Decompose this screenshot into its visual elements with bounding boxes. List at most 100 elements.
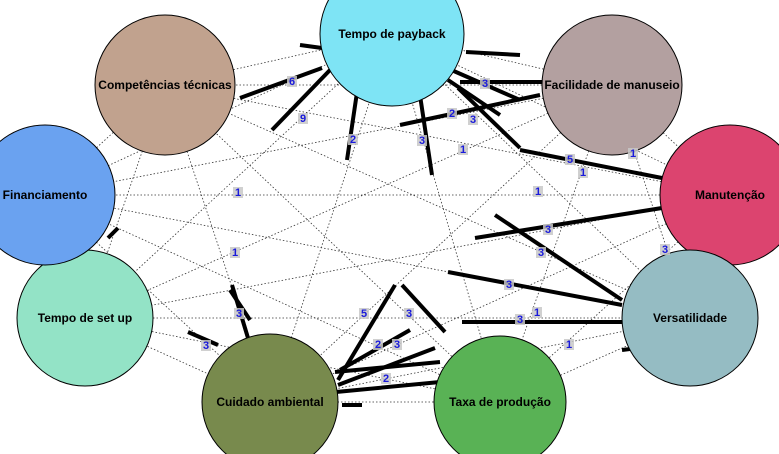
- weight-label-9: 1: [578, 167, 588, 179]
- weight-label-text-15: 3: [538, 247, 544, 259]
- thick-edge-24: [334, 360, 441, 374]
- node-label-competencias: Competências técnicas: [98, 78, 232, 92]
- weight-label-bg-16: [504, 279, 514, 290]
- weight-label-27: 3: [660, 244, 670, 256]
- weight-label-text-7: 1: [460, 144, 466, 156]
- weight-label-bg-19: [564, 339, 574, 350]
- node-label-payback: Tempo de payback: [338, 27, 445, 41]
- weight-label-bg-21: [359, 308, 369, 319]
- node-circle-versatilidade: [621, 249, 759, 387]
- weight-label-10: 1: [628, 148, 638, 160]
- node-circle-financiamento: [0, 124, 116, 266]
- weight-label-bg-13: [230, 247, 240, 258]
- thick-edge-22: [335, 380, 441, 394]
- weight-label-text-9: 1: [580, 167, 586, 179]
- node-circle-competencias: [94, 14, 236, 156]
- dotted-edge-financiamento-competencias: [44, 84, 166, 196]
- thick-edges: [106, 43, 663, 407]
- weight-label-13: 1: [230, 247, 240, 259]
- weight-label-bg-3: [417, 135, 427, 146]
- weight-label-25: 3: [392, 339, 402, 351]
- weight-label-text-6: 3: [470, 114, 476, 126]
- node-setup: Tempo de set up: [16, 249, 154, 387]
- node-label-cuidado: Cuidado ambiental: [216, 395, 323, 409]
- weight-label-15: 3: [536, 247, 546, 259]
- thick-edge-6: [446, 78, 502, 117]
- thick-edge-11: [519, 148, 663, 180]
- thick-edge-19: [187, 330, 219, 347]
- weight-label-text-24: 2: [375, 339, 381, 351]
- node-versatilidade: Versatilidade: [621, 249, 759, 387]
- weight-label-bg-7: [458, 144, 468, 155]
- weight-label-text-25: 3: [394, 339, 400, 351]
- weight-label-bg-24: [373, 339, 383, 350]
- weight-label-bg-6: [468, 114, 478, 125]
- weight-label-text-0: 6: [289, 76, 295, 88]
- weight-label-1: 9: [298, 113, 308, 125]
- weight-label-16: 3: [504, 279, 514, 291]
- weight-label-bg-5: [447, 108, 457, 119]
- node-label-facilidade: Facilidade de manuseio: [544, 78, 679, 92]
- weight-label-text-21: 5: [361, 308, 367, 320]
- weight-label-bg-26: [381, 373, 391, 384]
- weight-label-7: 1: [458, 144, 468, 156]
- thick-edge-14: [447, 270, 623, 307]
- thick-edge-12: [474, 206, 663, 240]
- thick-edge-26: [106, 226, 120, 240]
- weight-label-22: 3: [404, 308, 414, 320]
- node-label-taxa: Taxa de produção: [449, 395, 551, 409]
- weight-label-text-5: 2: [449, 108, 455, 120]
- weight-label-4: 3: [480, 78, 490, 90]
- node-taxa: Taxa de produção: [433, 335, 567, 454]
- weight-label-text-8: 5: [567, 154, 573, 166]
- weight-label-2: 2: [348, 134, 358, 146]
- node-payback: Tempo de payback: [319, 0, 465, 107]
- dotted-edge-payback-facilidade: [391, 33, 613, 86]
- weight-label-6: 3: [468, 114, 478, 126]
- weight-label-bg-25: [392, 339, 402, 350]
- weight-label-text-3: 3: [419, 135, 425, 147]
- thick-edge-9: [465, 50, 521, 57]
- node-label-setup: Tempo de set up: [38, 311, 132, 325]
- node-financiamento: Financiamento: [0, 124, 116, 266]
- weight-label-19: 1: [564, 339, 574, 351]
- thick-edge-0: [239, 66, 323, 100]
- weight-label-18: 1: [532, 307, 542, 319]
- weight-label-bg-11: [533, 186, 543, 197]
- weight-label-26: 2: [381, 373, 391, 385]
- weight-label-text-14: 3: [545, 224, 551, 236]
- weight-label-24: 2: [373, 339, 383, 351]
- weight-label-12: 1: [233, 187, 243, 199]
- weight-label-bg-27: [660, 244, 670, 255]
- weight-label-3: 3: [417, 135, 427, 147]
- weight-label-text-12: 1: [235, 187, 241, 199]
- dotted-edge-facilidade-versatilidade: [611, 84, 691, 319]
- dotted-edge-manutencao-competencias: [164, 84, 731, 196]
- weight-label-20: 3: [234, 308, 244, 320]
- weight-label-bg-2: [348, 134, 358, 145]
- weight-label-8: 5: [565, 154, 575, 166]
- dotted-edge-taxa-financiamento: [44, 194, 501, 403]
- thick-edge-13: [493, 213, 624, 302]
- weight-label-text-1: 9: [300, 113, 306, 125]
- weight-label-23: 3: [201, 340, 211, 352]
- weight-label-bg-1: [298, 113, 308, 124]
- weight-label-bg-23: [201, 340, 211, 351]
- weight-label-0: 6: [287, 76, 297, 88]
- weight-label-text-4: 3: [482, 78, 488, 90]
- weight-label-text-13: 1: [232, 247, 238, 259]
- weight-label-bg-8: [565, 154, 575, 165]
- thick-edge-27: [228, 288, 252, 322]
- node-label-financiamento: Financiamento: [3, 188, 88, 202]
- dotted-edge-taxa-setup: [84, 317, 501, 403]
- weight-label-bg-15: [536, 247, 546, 258]
- dotted-edge-versatilidade-competencias: [164, 84, 691, 319]
- node-circle-taxa: [433, 335, 567, 454]
- weight-label-bg-17: [515, 314, 525, 325]
- weight-label-text-16: 3: [506, 279, 512, 291]
- weight-label-bg-14: [543, 224, 553, 235]
- weight-label-bg-0: [287, 76, 297, 87]
- weight-label-bg-10: [628, 148, 638, 159]
- thick-edge-10: [456, 86, 522, 150]
- thick-edge-2: [270, 68, 332, 132]
